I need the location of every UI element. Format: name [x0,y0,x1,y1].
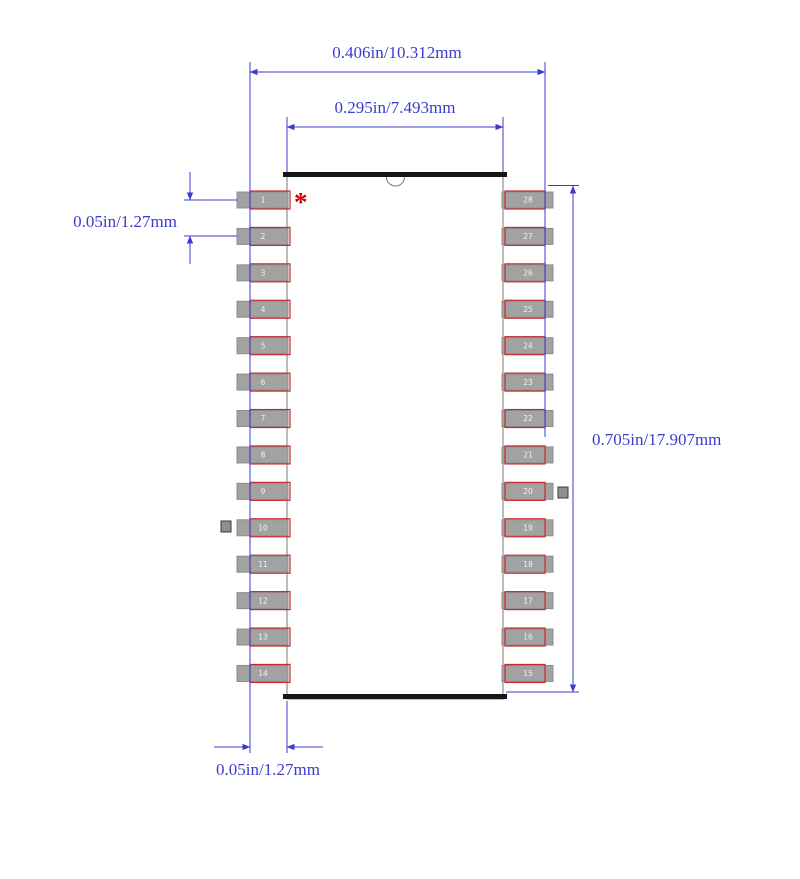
pin-number: 19 [523,523,533,532]
pad-right-26: 26 [501,263,554,283]
pin-number: 9 [261,487,266,496]
pin-number: 25 [523,305,533,314]
pin-number: 24 [523,341,533,350]
pin-number: 2 [261,232,266,241]
pad-right-27: 27 [501,226,554,247]
marker-square-left [220,520,232,533]
marker-square-right [557,486,569,499]
pad-right-18: 18 [501,554,554,574]
pin-number: 27 [523,232,533,241]
pin-number: 6 [261,378,266,387]
pad-right-23: 23 [501,372,554,392]
pad-right-16: 16 [501,627,554,647]
lead-outline [504,663,546,684]
dim-label-body-width: 0.295in/7.493mm [335,98,456,117]
pad-left-8: 8 [236,445,291,465]
pad-copper [501,592,554,610]
dim-label-pin-pitch: 0.05in/1.27mm [73,212,177,231]
pad-right-24: 24 [501,336,554,356]
pin1-indicator: * [294,187,308,217]
pad-left-10: 10 [236,518,291,538]
pad-right-15: 15 [501,663,554,684]
pin-number: 26 [523,269,533,278]
pads: 1234567891011121314282726252423222120191… [236,190,554,684]
package-body [283,172,507,700]
lead-outline [504,518,546,538]
pad-right-20: 20 [501,481,554,501]
pin-number: 11 [258,560,268,569]
pad-copper [501,300,554,318]
pin-number: 22 [523,414,533,423]
pin-number: 13 [258,633,268,642]
pin-number: 7 [261,414,266,423]
pin-number: 17 [523,596,533,605]
pin-number: 21 [523,451,533,460]
pin-number: 28 [523,196,533,205]
pad-left-11: 11 [236,554,291,574]
pin-number: 20 [523,487,533,496]
pin-number: 14 [258,669,268,678]
pad-left-9: 9 [236,481,291,501]
pad-copper [501,410,554,428]
pad-right-22: 22 [501,408,554,429]
pad-right-19: 19 [501,518,554,538]
pin-number: 15 [523,669,533,678]
pad-copper [501,628,554,646]
pad-left-3: 3 [236,263,291,283]
pad-left-4: 4 [236,299,291,319]
lead-outline [504,591,546,611]
pin-number: 3 [261,269,266,278]
body-outline [286,174,504,700]
pad-copper [501,191,554,209]
dim-label-overall-width: 0.406in/10.312mm [332,43,461,62]
pin-number: 5 [261,341,266,350]
pad-left-5: 5 [236,336,291,356]
pad-copper [501,337,554,355]
pin-number: 18 [523,560,533,569]
pad-copper [501,446,554,464]
lead-outline [504,627,546,647]
pin-number: 1 [261,196,266,205]
dim-label-pad-offset: 0.05in/1.27mm [216,760,320,779]
lead-outline [504,554,546,574]
pad-copper [501,264,554,282]
pad-right-21: 21 [501,445,554,465]
pad-left-1: 1 [236,190,291,210]
lead-outline [504,481,546,501]
pad-copper [501,373,554,391]
pad-copper [501,519,554,537]
pin-number: 16 [523,633,533,642]
pin1-notch [386,176,405,187]
pad-right-25: 25 [501,299,554,319]
dim-label-body-height: 0.705in/17.907mm [592,430,721,449]
pin-number: 10 [258,523,268,532]
pad-left-13: 13 [236,627,291,647]
pad-left-12: 12 [236,591,291,611]
lead-outline [504,445,546,465]
pad-copper [501,482,554,500]
dimension-annotations: 0.406in/10.312mm 0.295in/7.493mm 0.05in/… [73,43,721,779]
pad-copper [501,227,554,245]
pad-copper [501,664,554,682]
pin-number: 8 [261,451,266,460]
pad-left-7: 7 [236,408,291,429]
pin-number: 12 [258,596,268,605]
pad-copper [501,555,554,573]
pin-number: 23 [523,378,533,387]
pin-number: 4 [261,305,266,314]
pad-left-14: 14 [236,663,291,684]
pad-right-17: 17 [501,591,554,611]
pad-left-6: 6 [236,372,291,392]
pad-left-2: 2 [236,226,291,247]
